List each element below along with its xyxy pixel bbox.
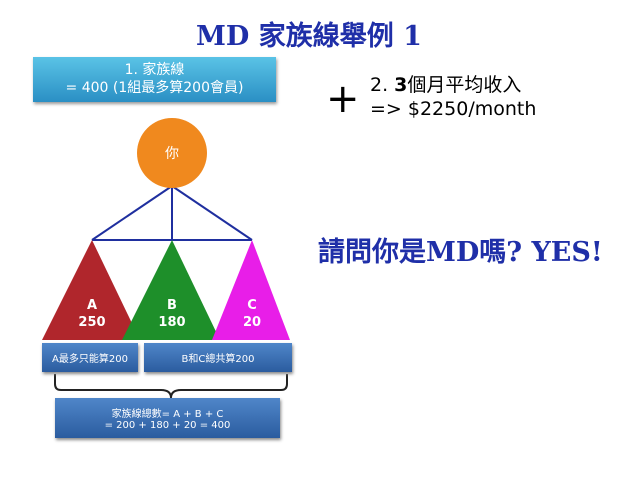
you-label: 你 xyxy=(165,146,179,162)
leg-a-name: A xyxy=(86,298,98,313)
leg-b-label: B 180 xyxy=(142,297,202,331)
bracket xyxy=(54,374,288,399)
note-bc: B和C總共算200 xyxy=(181,354,255,365)
leg-c-name: C xyxy=(247,298,257,313)
note-a-box: A最多只能算200 xyxy=(42,343,138,372)
total-box: 家族線總數= A + B + C = 200 + 180 + 20 = 400 xyxy=(55,398,280,438)
leg-a-value: 250 xyxy=(78,315,106,330)
family-line-box: 1. 家族線 = 400 (1組最多算200會員) xyxy=(33,57,276,102)
family-line-label: 1. 家族線 xyxy=(124,62,185,78)
leg-b-value: 180 xyxy=(158,315,186,330)
total-formula: 家族線總數= A + B + C xyxy=(111,409,224,420)
family-line-value: = 400 (1組最多算200會員) xyxy=(65,80,244,96)
connector-lines xyxy=(91,185,253,241)
note-a: A最多只能算200 xyxy=(52,354,128,365)
income-months: 3 xyxy=(394,74,408,96)
income-rest: 個月平均收入 xyxy=(407,74,522,96)
slide-title: MD 家族線舉例 1 xyxy=(196,21,422,52)
you-circle xyxy=(137,118,207,188)
income-value: => $2250/month xyxy=(370,98,537,120)
leg-b-name: B xyxy=(167,298,177,313)
md-question: 請問你是MD嗎? YES! xyxy=(318,237,603,268)
leg-c-value: 20 xyxy=(242,315,262,330)
income-prefix: 2. xyxy=(370,74,395,96)
leg-a-label: A 250 xyxy=(62,297,122,331)
income-label: 2. 3個月平均收入 xyxy=(370,70,521,97)
leg-b-triangle xyxy=(122,240,220,340)
plus-sign: + xyxy=(326,76,360,122)
leg-c-triangle xyxy=(212,240,290,340)
leg-c-label: C 20 xyxy=(222,297,282,331)
leg-a-triangle xyxy=(42,240,140,340)
note-bc-box: B和C總共算200 xyxy=(144,343,292,372)
total-calculation: = 200 + 180 + 20 = 400 xyxy=(104,420,231,431)
